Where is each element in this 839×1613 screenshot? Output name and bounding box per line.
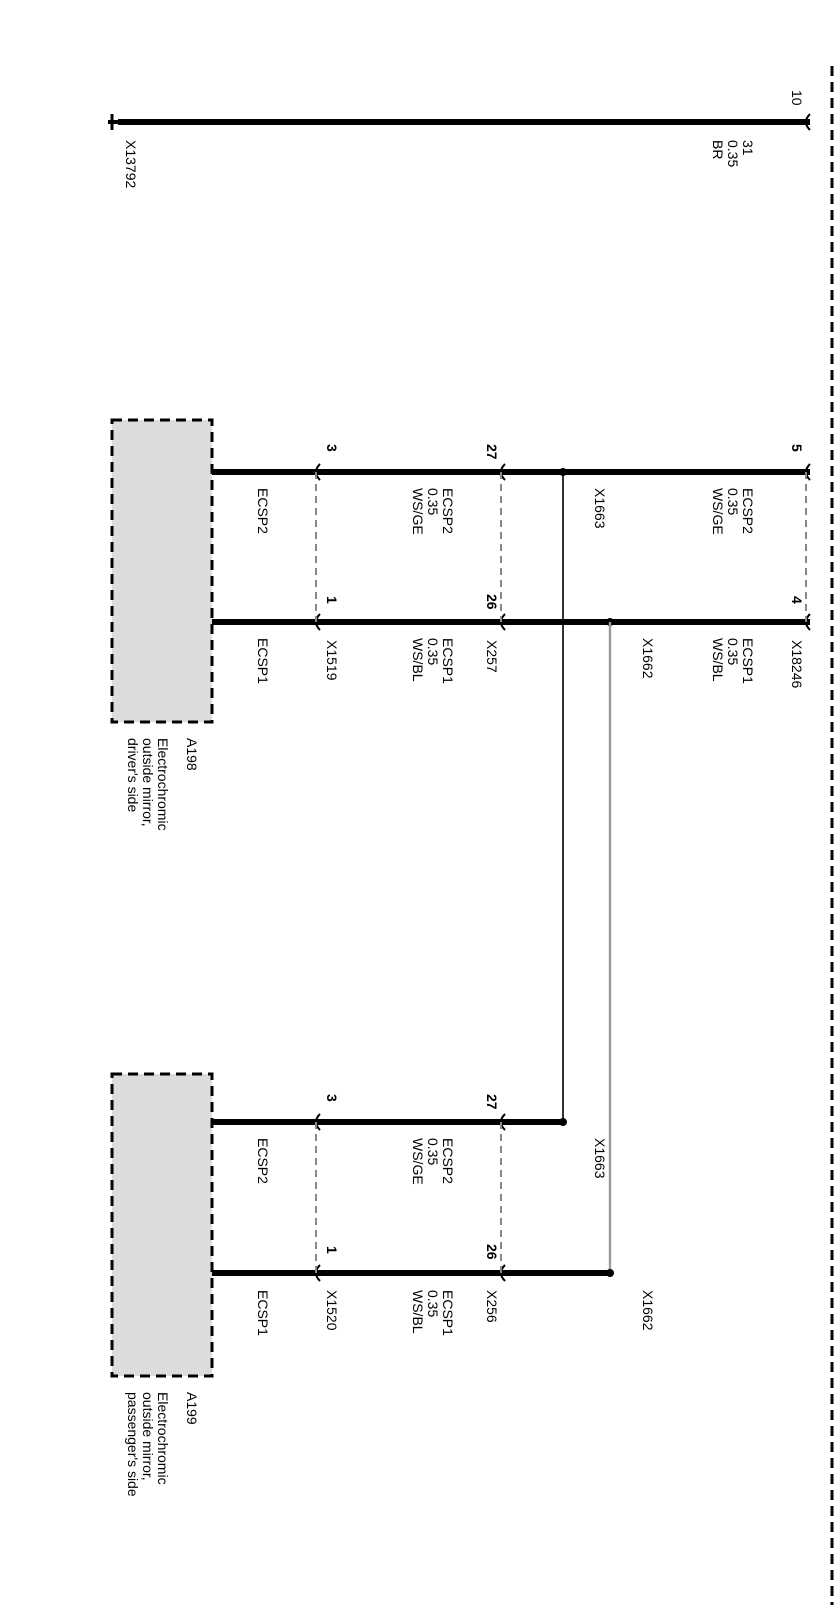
x18246-pin-ecsp2: 5 [789,444,805,452]
passenger-mirror-pin-ecsp2: 3 [324,1094,340,1102]
splice-x1663-label: X1663 [592,488,608,529]
passenger-ecsp2-color: WS/GE [410,1138,426,1185]
ground-pin-connector-symbol [805,113,811,131]
x18246-ecsp1-color: WS/BL [710,638,726,682]
passenger-ecsp2-size: 0.35 [425,1138,441,1165]
passenger-ecsp1-signal: ECSP1 [440,1290,456,1336]
ground-point-label: X13792 [123,140,139,188]
driver-component-desc-1: Electrochromic [155,738,171,831]
driver-mirror-ecsp1-label: ECSP1 [255,638,271,684]
x18246-label: X18246 [789,640,805,688]
passenger-pin-ecsp1: 26 [484,1244,500,1260]
driver-pin-ecsp1: 26 [484,594,500,610]
driver-component-desc-3: driver's side [125,738,141,812]
passenger-splice-x1662-dot [606,1269,614,1277]
passenger-mirror-connector: X1520 [324,1290,340,1331]
passenger-mirror-pin-ecsp1: 1 [324,1246,340,1254]
driver-ecsp1-size: 0.35 [425,638,441,665]
driver-ecsp2-signal: ECSP2 [440,488,456,534]
driver-mirror-pin-ecsp1: 1 [324,596,340,604]
passenger-component-desc-1: Electrochromic [155,1392,171,1485]
driver-mirror-pin-ecsp2: 3 [324,444,340,452]
driver-pin-ecsp2: 27 [484,444,500,460]
ground-wire-number: 31 [740,140,756,156]
driver-ecsp2-size: 0.35 [425,488,441,515]
x18246-ecsp2-signal: ECSP2 [740,488,756,534]
passenger-inline-connector: X256 [484,1290,500,1323]
x18246-pin-ecsp1: 4 [789,596,805,604]
passenger-ecsp1-color: WS/BL [410,1290,426,1334]
x18246-ecsp1-size: 0.35 [725,638,741,665]
passenger-component-id: A199 [184,1392,200,1425]
x18246-ecsp1-signal: ECSP1 [740,638,756,684]
ground-wire-size: 0.35 [725,140,741,167]
passenger-mirror-ecsp2-label: ECSP2 [255,1138,271,1184]
passenger-pin-ecsp2: 27 [484,1094,500,1110]
ground-wire-color: BR [710,140,726,159]
driver-ecsp2-color: WS/GE [410,488,426,535]
driver-ecsp1-color: WS/BL [410,638,426,682]
driver-ecsp1-signal: ECSP1 [440,638,456,684]
passenger-mirror-ecsp1-label: ECSP1 [255,1290,271,1336]
passenger-component-desc-2: outside mirror, [140,1392,156,1481]
ground-symbol-icon [108,114,118,130]
passenger-mirror-component [110,1072,214,1378]
driver-component-id: A198 [184,738,200,771]
passenger-splice-x1662-label: X1662 [640,1290,656,1331]
driver-mirror-ecsp2-label: ECSP2 [255,488,271,534]
splice-x1662-label: X1662 [640,638,656,679]
driver-component-desc-2: outside mirror, [140,738,156,827]
passenger-ecsp1-size: 0.35 [425,1290,441,1317]
passenger-splice-x1663-dot [559,1118,567,1126]
passenger-component-desc-3: passenger's side [125,1392,141,1497]
x18246-ecsp2-size: 0.35 [725,488,741,515]
driver-inline-connector: X257 [484,640,500,673]
driver-mirror-connector: X1519 [324,640,340,681]
driver-mirror-component [110,418,214,724]
passenger-ecsp2-signal: ECSP2 [440,1138,456,1184]
ground-pin-number: 10 [789,90,805,106]
x18246-ecsp2-color: WS/GE [710,488,726,535]
passenger-splice-x1663-label: X1663 [592,1138,608,1179]
